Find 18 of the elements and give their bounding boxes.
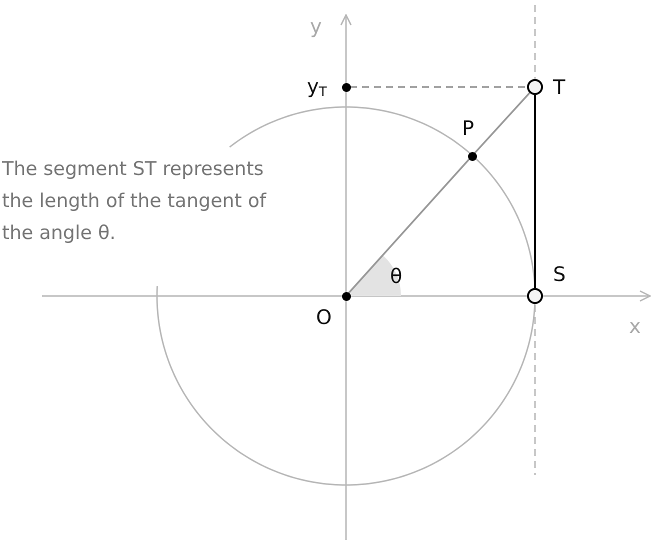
open-point [527,79,543,95]
note-text: The segment ST represents the length of the tangent of the angle θ. [2,157,268,246]
point [342,82,350,92]
point-label: T [553,77,566,97]
point [468,152,476,160]
axis-label: x [629,316,641,336]
line-segment [474,92,530,154]
point-label: S [553,264,566,284]
dashed-line [350,86,527,88]
point-label: y$_{T}$ [307,76,327,99]
angle-label: θ [390,266,402,286]
point [342,292,350,300]
line-segment [534,95,536,288]
point-label: P [462,118,474,138]
point-label: O [316,307,332,327]
axis-label: y [310,16,322,36]
open-point [527,288,543,304]
line-segment [348,158,470,294]
